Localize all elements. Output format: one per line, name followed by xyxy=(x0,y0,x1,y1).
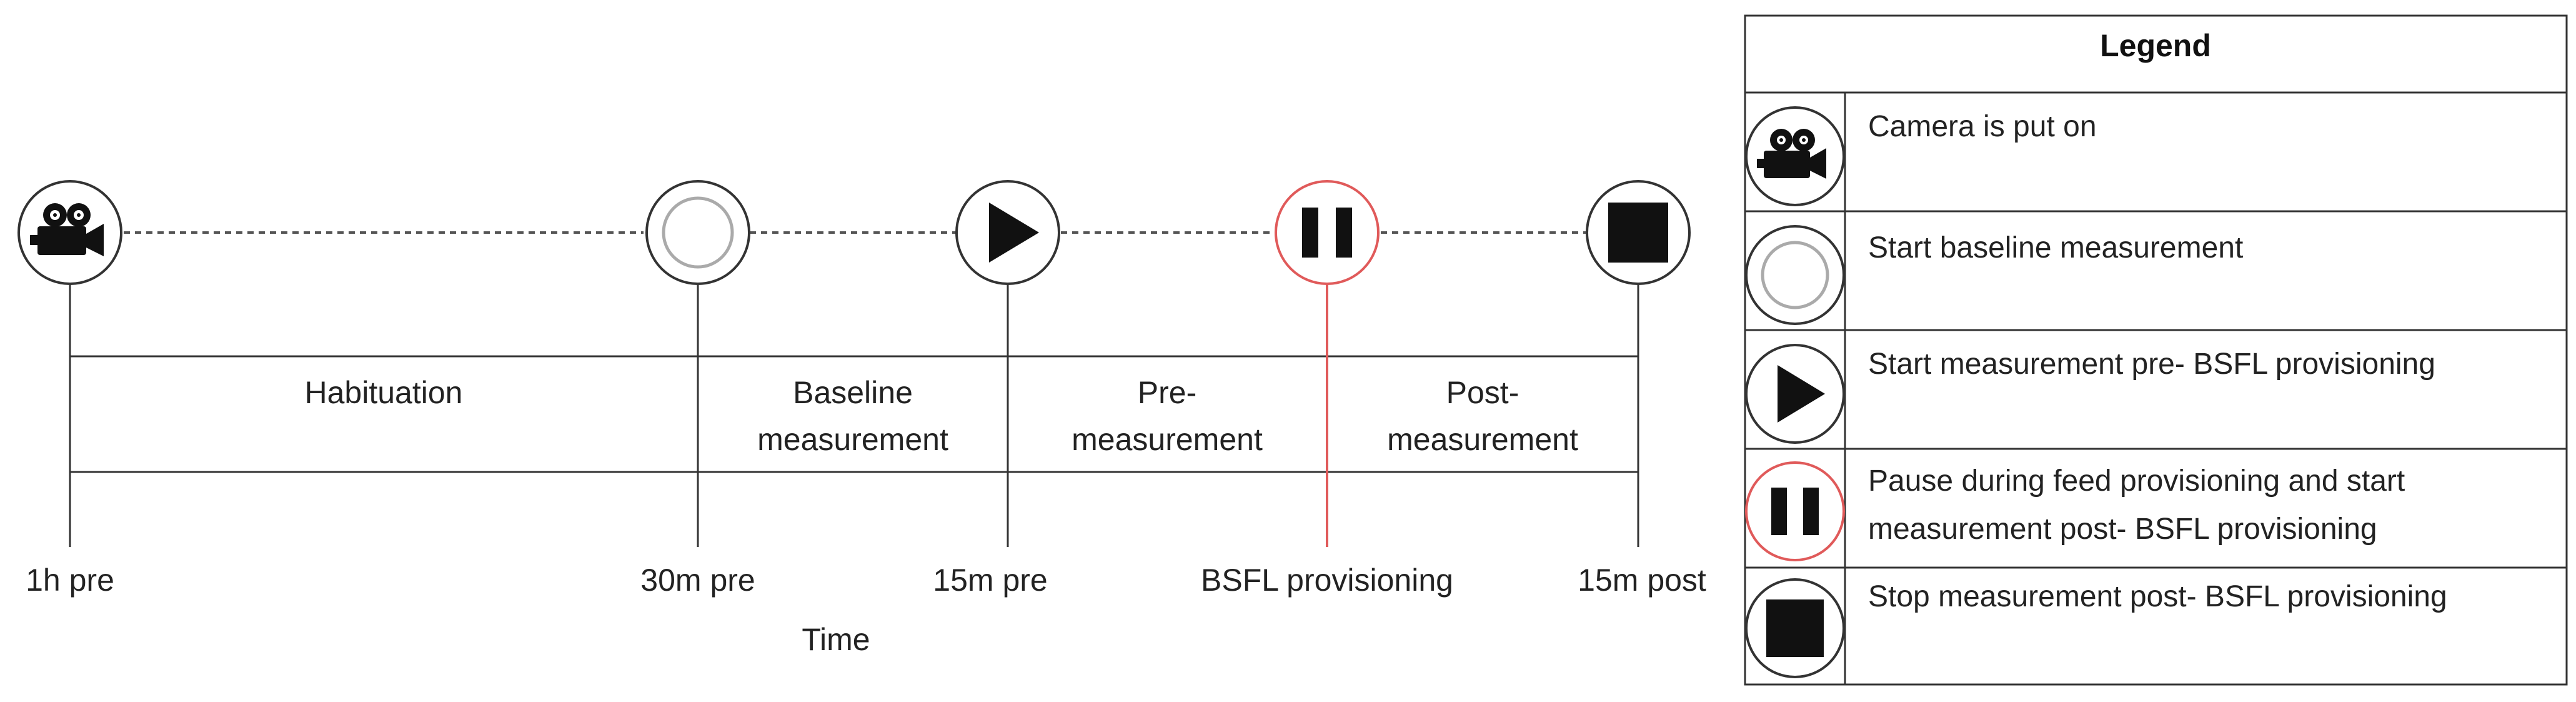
baseline-circle-icon xyxy=(662,196,734,269)
legend-baseline-marker xyxy=(1745,225,1845,325)
event-stop-marker xyxy=(1586,180,1691,285)
legend-stop-marker xyxy=(1745,578,1845,678)
baseline-circle-icon xyxy=(1761,241,1829,309)
time-label-30m-pre: 30m pre xyxy=(640,563,755,598)
time-label-1h-pre: 1h pre xyxy=(26,563,114,598)
stop-icon xyxy=(1766,599,1824,657)
phase-baseline-label-line1: Baseline xyxy=(793,375,913,410)
legend-item-pause-text-line1: Pause during feed provisioning and start xyxy=(1868,464,2405,498)
time-label-15m-pre: 15m pre xyxy=(933,563,1047,598)
pause-icon xyxy=(1302,208,1352,258)
camera-icon xyxy=(30,203,104,256)
legend-frame xyxy=(1744,14,2568,686)
event-baseline-marker xyxy=(645,180,750,285)
legend-item-pre-text: Start measurement pre- BSFL provisioning xyxy=(1868,348,2435,381)
event-pre-marker xyxy=(955,180,1060,285)
time-label-15m-post: 15m post xyxy=(1578,563,1706,598)
legend: Legend xyxy=(1744,14,2568,686)
stop-icon xyxy=(1608,203,1668,263)
phase-post-label-line1: Post- xyxy=(1446,375,1519,410)
legend-play-marker xyxy=(1745,344,1845,444)
legend-pause-marker xyxy=(1745,461,1845,561)
phase-baseline-label-line2: measurement xyxy=(757,422,948,457)
legend-item-stop-text: Stop measurement post- BSFL provisioning xyxy=(1868,580,2447,613)
phase-post-label-line2: measurement xyxy=(1387,422,1578,457)
phase-habituation-label: Habituation xyxy=(305,375,463,410)
phase-pre-label-line2: measurement xyxy=(1072,422,1263,457)
event-camera-marker xyxy=(17,180,122,285)
legend-item-baseline-text: Start baseline measurement xyxy=(1868,231,2243,264)
play-icon xyxy=(989,203,1039,263)
legend-title: Legend xyxy=(2100,28,2211,63)
phase-pre-label-line1: Pre- xyxy=(1138,375,1196,410)
time-label-bsfl-provisioning: BSFL provisioning xyxy=(1201,563,1453,598)
camera-icon xyxy=(1757,129,1826,179)
time-axis-label: Time xyxy=(802,622,870,657)
event-pause-marker xyxy=(1275,180,1380,285)
pause-icon xyxy=(1771,488,1819,535)
legend-camera-marker xyxy=(1745,106,1845,206)
play-icon xyxy=(1778,365,1825,423)
legend-item-pause-text-line2: measurement post- BSFL provisioning xyxy=(1868,513,2377,546)
legend-item-camera-text: Camera is put on xyxy=(1868,110,2097,143)
timeline xyxy=(69,231,1639,547)
